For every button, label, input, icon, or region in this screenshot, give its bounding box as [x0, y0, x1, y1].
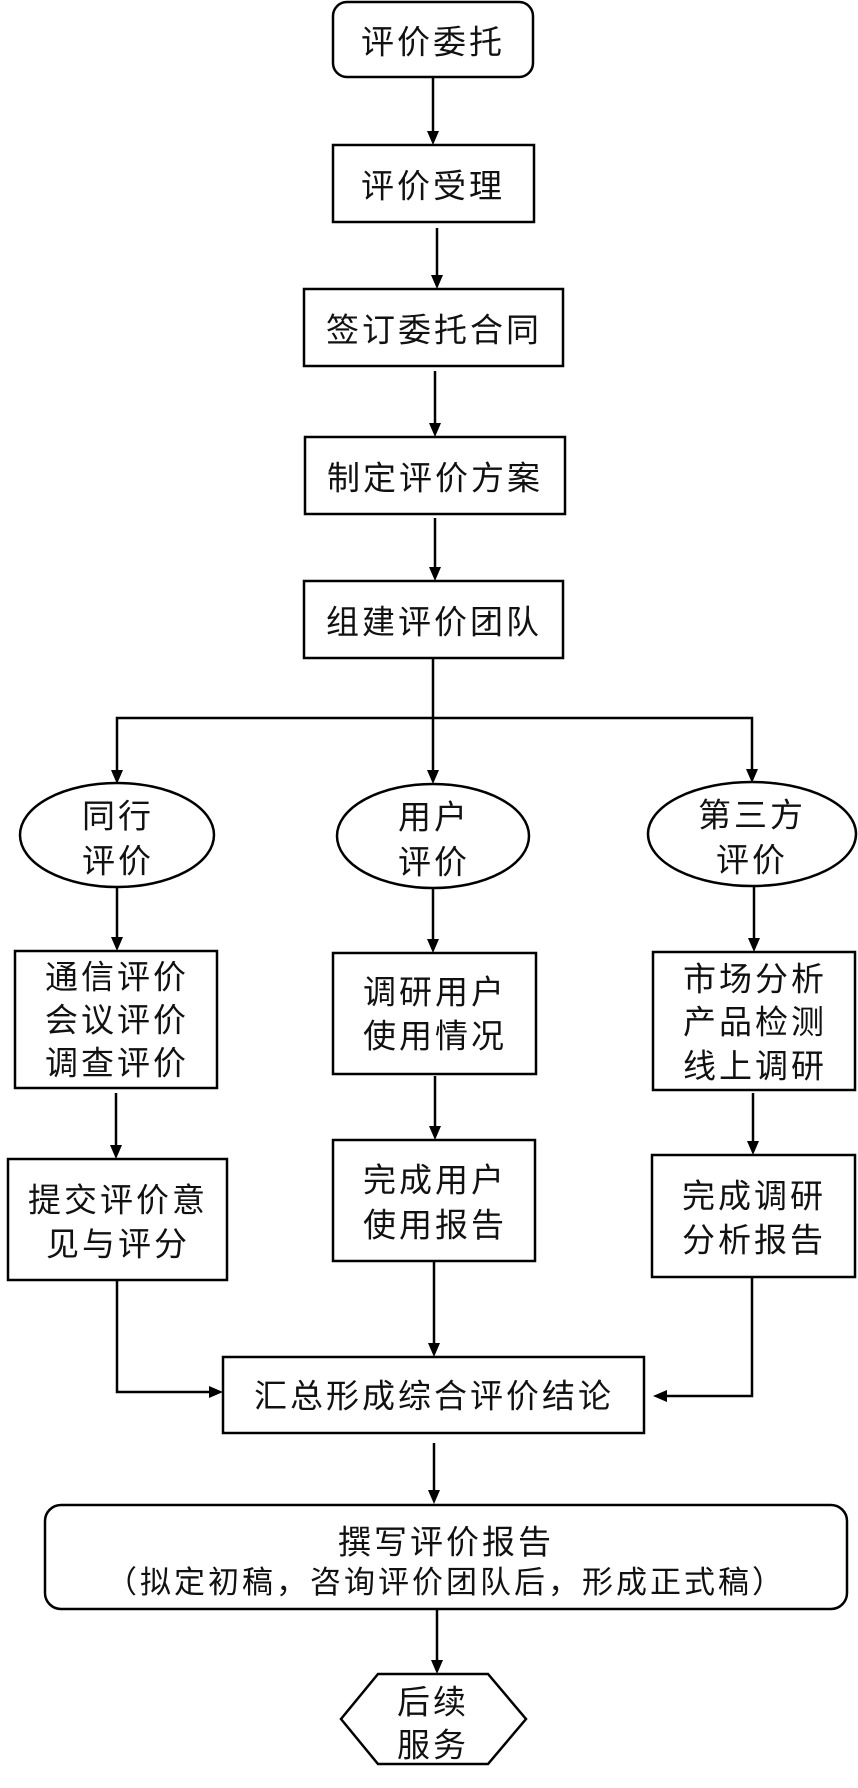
- node-third-methods: 市场分析 产品检测 线上调研: [651, 950, 857, 1092]
- node-user-survey: 调研用户 使用情况: [331, 951, 538, 1076]
- arrowhead: [428, 1343, 440, 1357]
- edge-peer-summary: [115, 1280, 210, 1394]
- start-label: 评价委托: [361, 23, 505, 62]
- node-third-report: 完成调研 分析报告: [650, 1153, 857, 1279]
- node-plan: 制定评价方案: [303, 435, 567, 516]
- node-start: 评价委托: [331, 0, 535, 79]
- contract-label: 签订委托合同: [326, 311, 542, 350]
- start-rounded-box: [331, 0, 535, 79]
- arrowhead: [429, 423, 441, 437]
- peer-methods-box: [13, 949, 219, 1090]
- arrowhead: [427, 131, 439, 145]
- arrowhead: [653, 1390, 667, 1402]
- node-followup: 后续 服务: [339, 1672, 528, 1766]
- node-peer: 同行 评价: [18, 781, 216, 889]
- accept-label: 评价受理: [361, 167, 505, 206]
- user-label-line1: 用户: [398, 798, 470, 837]
- arrowhead: [431, 275, 443, 289]
- arrowhead: [111, 937, 123, 951]
- peer-submit-box: [6, 1157, 229, 1282]
- third-methods-line2: 产品检测: [683, 1003, 827, 1042]
- node-summary: 汇总形成综合评价结论: [221, 1355, 646, 1435]
- arrowhead: [428, 1490, 440, 1504]
- node-accept: 评价受理: [331, 143, 536, 224]
- connectors: [110, 77, 760, 1674]
- accept-box: [331, 143, 536, 224]
- arrowhead: [431, 1660, 443, 1674]
- team-label: 组建评价团队: [326, 603, 542, 642]
- third-label-line1: 第三方: [698, 796, 806, 835]
- third-report-line1: 完成调研: [682, 1177, 826, 1216]
- summary-box: [221, 1355, 646, 1435]
- node-peer-submit: 提交评价意 见与评分: [6, 1157, 229, 1282]
- node-team: 组建评价团队: [302, 579, 565, 660]
- third-report-line2: 分析报告: [682, 1221, 826, 1260]
- third-methods-box: [651, 950, 857, 1092]
- report-title: 撰写评价报告: [338, 1523, 554, 1562]
- arrowhead: [427, 939, 439, 953]
- node-user-report: 完成用户 使用报告: [331, 1138, 537, 1263]
- third-methods-line1: 市场分析: [683, 960, 827, 999]
- third-methods-line3: 线上调研: [683, 1047, 827, 1086]
- arrowhead: [748, 938, 760, 952]
- arrowhead: [427, 770, 439, 784]
- arrowhead: [110, 1145, 122, 1159]
- node-contract: 签订委托合同: [302, 287, 565, 368]
- user-label-line2: 评价: [398, 843, 470, 882]
- arrowhead: [747, 1141, 759, 1155]
- peer-submit-line2: 见与评分: [46, 1225, 190, 1264]
- arrowhead: [111, 770, 123, 784]
- peer-methods-line3: 调查评价: [45, 1044, 189, 1083]
- node-third: 第三方 评价: [646, 780, 858, 888]
- report-rounded-box: [43, 1503, 849, 1611]
- followup-hexagon: [339, 1672, 528, 1766]
- report-subtitle: （拟定初稿，咨询评价团队后，形成正式稿）: [106, 1565, 786, 1601]
- user-survey-line1: 调研用户: [363, 973, 507, 1012]
- peer-methods-line2: 会议评价: [45, 1001, 189, 1040]
- third-label-line2: 评价: [716, 841, 788, 880]
- arrowhead: [746, 769, 758, 783]
- edge-third-summary: [666, 1277, 754, 1398]
- user-report-line1: 完成用户: [363, 1161, 507, 1200]
- arrowhead: [429, 567, 441, 581]
- contract-box: [302, 287, 565, 368]
- plan-label: 制定评价方案: [327, 459, 543, 498]
- arrowhead: [429, 1126, 441, 1140]
- followup-line1: 后续: [397, 1683, 469, 1722]
- peer-methods-line1: 通信评价: [45, 958, 189, 997]
- followup-line2: 服务: [397, 1726, 469, 1765]
- third-report-box: [650, 1153, 857, 1279]
- user-report-line2: 使用报告: [363, 1206, 507, 1245]
- node-report: 撰写评价报告 （拟定初稿，咨询评价团队后，形成正式稿）: [43, 1503, 849, 1611]
- node-user: 用户 评价: [335, 782, 531, 890]
- arrowhead: [209, 1386, 223, 1398]
- peer-ellipse: [18, 781, 216, 889]
- user-survey-box: [331, 951, 538, 1076]
- node-peer-methods: 通信评价 会议评价 调查评价: [13, 949, 219, 1090]
- summary-label: 汇总形成综合评价结论: [254, 1377, 614, 1416]
- peer-label-line1: 同行: [82, 797, 154, 836]
- plan-box: [303, 435, 567, 516]
- peer-submit-line1: 提交评价意: [28, 1181, 208, 1220]
- peer-label-line2: 评价: [82, 842, 154, 881]
- user-report-box: [331, 1138, 537, 1263]
- user-ellipse: [335, 782, 531, 890]
- edge-branch-bar: [115, 716, 754, 770]
- user-survey-line2: 使用情况: [363, 1017, 507, 1056]
- team-box: [302, 579, 565, 660]
- third-ellipse: [646, 780, 858, 888]
